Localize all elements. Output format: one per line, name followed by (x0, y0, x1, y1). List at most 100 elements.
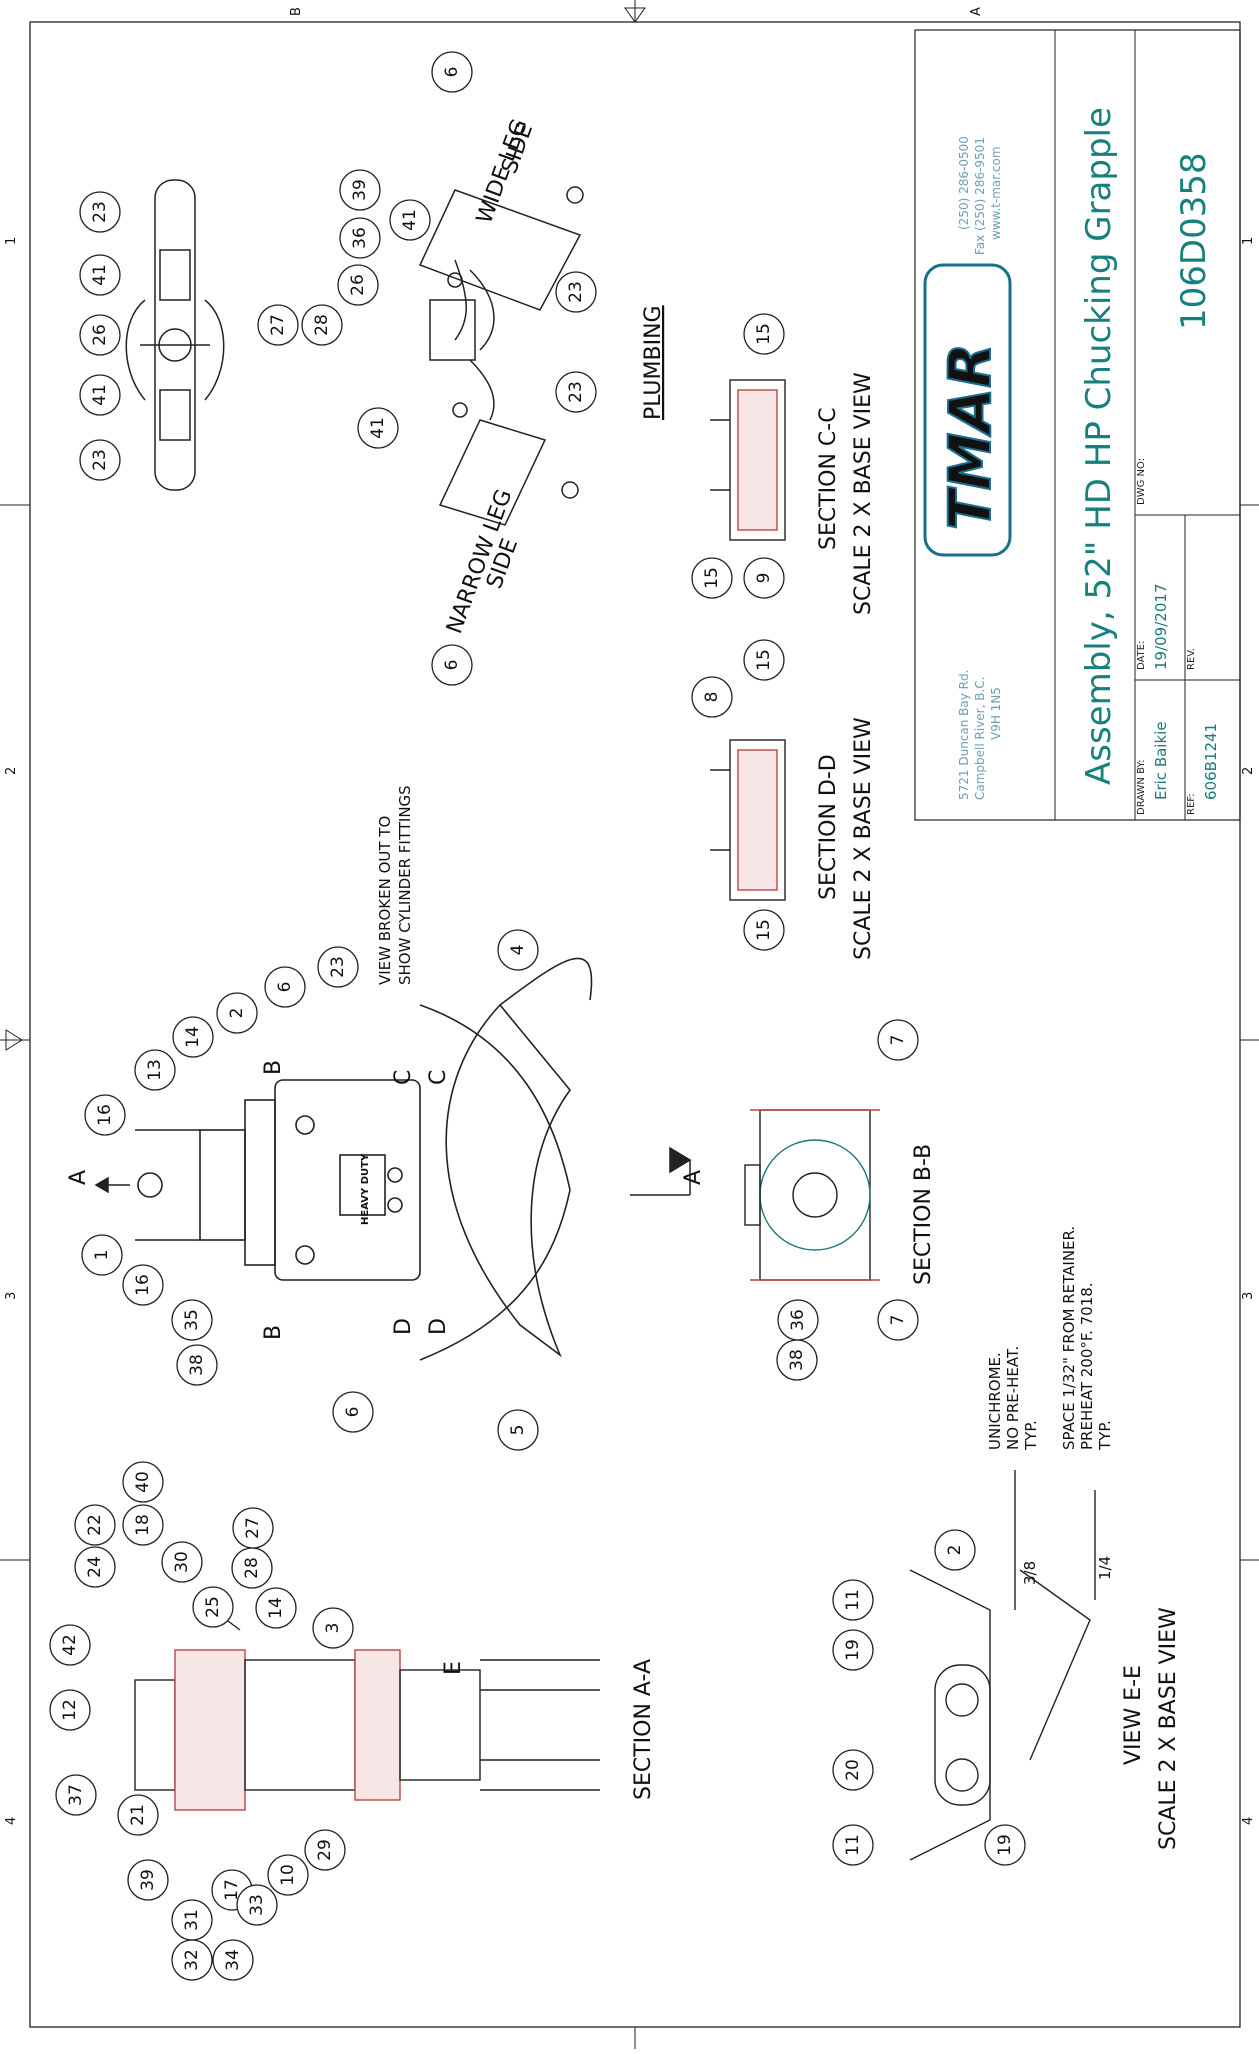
date-value: 19/09/2017 (1152, 584, 1170, 670)
item-balloon-6: 6 (431, 644, 473, 686)
item-balloon-4: 4 (497, 929, 539, 971)
item-balloon-label: 23 (566, 281, 586, 303)
svg-text:TYP.: TYP. (1096, 1420, 1114, 1451)
item-balloon-29: 29 (304, 1829, 346, 1871)
svg-text:Campbell River, B.C.: Campbell River, B.C. (973, 677, 987, 800)
item-balloon-41: 41 (389, 199, 431, 241)
item-balloon-36: 36 (777, 1299, 819, 1341)
item-balloon-label: 7 (888, 1035, 908, 1046)
item-balloon-23: 23 (555, 271, 597, 313)
view-ee-drawing (909, 1470, 1096, 1861)
item-balloon-label: 4 (508, 945, 528, 956)
section-cc-label: SECTION C-C SCALE 2 X BASE VIEW (816, 372, 876, 615)
item-balloon-label: 15 (754, 919, 774, 941)
item-balloon-label: 1 (92, 1250, 112, 1261)
zone-labels: 1 2 3 4 1 2 3 4 B A (4, 7, 1256, 1825)
plumbing-front-view (418, 186, 584, 526)
svg-text:5721 Duncan Bay Rd.: 5721 Duncan Bay Rd. (957, 670, 971, 800)
item-balloon-label: 41 (400, 209, 420, 231)
zone-row-1-right: 1 (1241, 237, 1256, 245)
svg-text:REV.: REV. (1186, 648, 1197, 670)
item-balloon-6: 6 (264, 966, 306, 1008)
item-balloon-label: 15 (754, 649, 774, 671)
item-balloon-label: 11 (843, 1589, 863, 1611)
item-balloon-label: 26 (348, 274, 368, 296)
item-balloon-label: 11 (843, 1834, 863, 1856)
item-balloon-20: 20 (832, 1749, 874, 1791)
item-balloon-label: 6 (275, 982, 295, 993)
section-dd-label: SECTION D-D SCALE 2 X BASE VIEW (816, 717, 876, 960)
item-balloon-14: 14 (255, 1587, 297, 1629)
item-balloon-label: 27 (268, 314, 288, 336)
item-balloon-23: 23 (79, 191, 121, 233)
item-balloon-6: 6 (431, 51, 473, 93)
plumbing-label: PLUMBING (641, 305, 666, 420)
item-balloon-36: 36 (339, 217, 381, 259)
zone-row-2-right: 2 (1241, 767, 1256, 775)
drawing-title: Assembly, 52" HD HP Chucking Grapple (1079, 107, 1119, 785)
svg-text:Fax (250) 286-9501: Fax (250) 286-9501 (973, 137, 987, 255)
svg-text:D: D (391, 1318, 416, 1335)
item-balloon-16: 16 (122, 1264, 164, 1306)
zone-row-3: 3 (4, 1292, 19, 1300)
zone-row-3-right: 3 (1241, 1292, 1256, 1300)
item-balloon-label: 6 (343, 1407, 363, 1418)
item-balloon-38: 38 (776, 1339, 818, 1381)
svg-text:DRAWN BY:: DRAWN BY: (1136, 759, 1147, 815)
company-address: 5721 Duncan Bay Rd. Campbell River, B.C.… (957, 670, 1003, 800)
item-balloon-label: 34 (223, 1949, 243, 1971)
item-balloon-label: 7 (888, 1315, 908, 1326)
svg-text:VIEW E-E: VIEW E-E (1121, 1665, 1146, 1765)
item-balloon-1: 1 (81, 1234, 123, 1276)
item-balloon-label: 2 (945, 1545, 965, 1556)
item-balloon-16: 16 (84, 1094, 126, 1136)
item-balloon-label: 17 (222, 1879, 242, 1901)
svg-text:SHOW CYLINDER FITTINGS: SHOW CYLINDER FITTINGS (396, 785, 414, 985)
item-balloon-40: 40 (122, 1461, 164, 1503)
item-balloon-10: 10 (267, 1854, 309, 1896)
grapple-base-view (135, 957, 593, 1361)
item-balloon-label: 36 (788, 1309, 808, 1331)
svg-text:A: A (66, 1170, 91, 1185)
item-balloon-5: 5 (497, 1409, 539, 1451)
item-balloon-label: 8 (702, 692, 722, 703)
section-dd-drawing (710, 739, 786, 901)
zone-col-a: A (969, 7, 984, 16)
weld-size-1: 3/8 (1021, 1561, 1039, 1585)
section-aa-drawing (134, 1599, 600, 1811)
item-balloon-label: 12 (60, 1699, 80, 1721)
item-balloon-label: 36 (350, 227, 370, 249)
svg-text:SECTION C-C: SECTION C-C (816, 407, 841, 550)
item-balloon-19: 19 (984, 1824, 1026, 1866)
item-balloon-label: 2 (227, 1008, 247, 1019)
item-balloon-41: 41 (79, 374, 121, 416)
svg-text:REF:: REF: (1186, 793, 1197, 815)
dwg-no-value: 106D0358 (1174, 152, 1214, 330)
item-balloon-label: 39 (350, 179, 370, 201)
svg-text:www.t-mar.com: www.t-mar.com (989, 146, 1003, 240)
centering-mark-left (5, 1029, 23, 1051)
item-balloon-label: 23 (90, 201, 110, 223)
item-balloon-label: 33 (247, 1894, 267, 1916)
svg-text:NO PRE-HEAT.: NO PRE-HEAT. (1004, 1346, 1022, 1450)
item-balloon-label: 31 (182, 1909, 202, 1931)
plumbing-top-view (125, 179, 225, 491)
item-balloon-label: 25 (203, 1596, 223, 1618)
item-balloon-18: 18 (122, 1504, 164, 1546)
item-balloon-13: 13 (134, 1049, 176, 1091)
item-balloon-6: 6 (332, 1391, 374, 1433)
item-balloon-7: 7 (877, 1019, 919, 1061)
item-balloon-label: 39 (138, 1869, 158, 1891)
svg-text:C: C (426, 1070, 451, 1085)
item-balloon-37: 37 (55, 1774, 97, 1816)
item-balloon-23: 23 (555, 371, 597, 413)
item-balloon-label: 35 (182, 1309, 202, 1331)
svg-text:DATE:: DATE: (1136, 641, 1147, 670)
item-balloon-26: 26 (79, 314, 121, 356)
zone-row-4-right: 4 (1241, 1817, 1256, 1825)
item-balloon-27: 27 (232, 1507, 274, 1549)
item-balloon-label: 21 (128, 1804, 148, 1826)
item-balloon-7: 7 (877, 1299, 919, 1341)
section-cc-drawing (710, 379, 786, 541)
